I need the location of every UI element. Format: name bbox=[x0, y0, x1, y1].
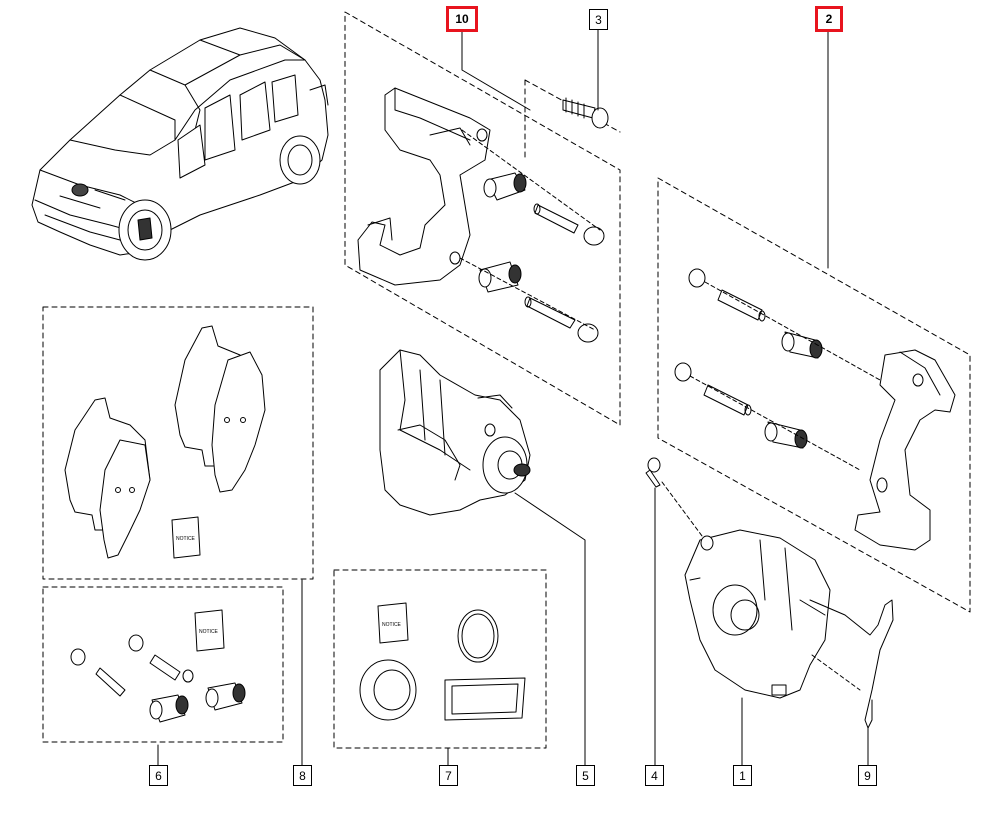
callout-6: 6 bbox=[149, 765, 168, 786]
brake-pads bbox=[64, 325, 266, 559]
bolt-part-3 bbox=[562, 97, 609, 129]
group-box-7 bbox=[333, 569, 547, 749]
caliper-carrier-bracket bbox=[357, 87, 491, 286]
caliper-part-1 bbox=[684, 529, 831, 699]
notice-label-8: NOTICE bbox=[176, 536, 196, 542]
callout-3: 3 bbox=[589, 9, 608, 30]
car-illustration bbox=[31, 27, 329, 261]
guide-pins-top bbox=[459, 129, 605, 343]
callout-1: 1 bbox=[733, 765, 752, 786]
callout-8: 8 bbox=[293, 765, 312, 786]
guide-kit-part-6: NOTICE bbox=[70, 609, 246, 723]
notice-label-6: NOTICE bbox=[199, 629, 219, 635]
guide-pins-right bbox=[674, 268, 881, 471]
callout-5: 5 bbox=[576, 765, 595, 786]
callout-10: 10 bbox=[446, 6, 478, 32]
group-box-8 bbox=[42, 306, 314, 580]
caliper-carrier-bracket-right bbox=[854, 349, 956, 551]
callout-9: 9 bbox=[858, 765, 877, 786]
callout-4: 4 bbox=[645, 765, 664, 786]
callout-7: 7 bbox=[439, 765, 458, 786]
group-box-10 bbox=[344, 11, 621, 426]
group-box-2 bbox=[657, 177, 971, 613]
leader-lines bbox=[157, 29, 869, 766]
seal-kit-part-7: NOTICE bbox=[359, 602, 526, 721]
group-box-6 bbox=[42, 586, 284, 743]
bleed-screw-part-4 bbox=[645, 457, 706, 541]
caliper-part-5 bbox=[379, 349, 531, 516]
notice-booklet-8: NOTICE bbox=[171, 516, 201, 559]
callout-2: 2 bbox=[815, 6, 843, 32]
notice-label-7: NOTICE bbox=[382, 622, 402, 628]
